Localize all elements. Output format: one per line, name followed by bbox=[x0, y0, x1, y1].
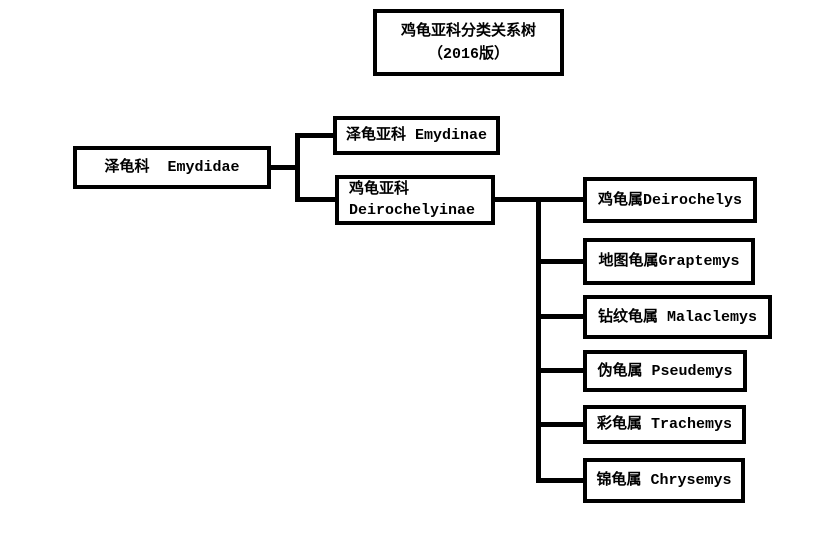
genus-node-pseudemys: 伪龟属 Pseudemys bbox=[583, 350, 747, 392]
diagram-title-line1: 鸡龟亚科分类关系树 bbox=[400, 22, 536, 40]
genus-node-label: 钻纹龟属 Malaclemys bbox=[597, 308, 758, 326]
connector-branch-graptemys bbox=[541, 259, 583, 264]
genus-node-label: 彩龟属 Trachemys bbox=[596, 416, 732, 433]
connector-left-vertical-bracket bbox=[295, 133, 300, 202]
family-node-label: 泽龟科 Emydidae bbox=[104, 159, 240, 176]
genus-node-label: 地图龟属Graptemys bbox=[598, 253, 740, 270]
connector-branch-emydinae bbox=[300, 133, 333, 138]
subfamily-node-label-line1: 鸡龟亚科 bbox=[349, 181, 410, 198]
genus-node-label: 伪龟属 Pseudemys bbox=[597, 362, 733, 380]
connector-right-vertical-trunk bbox=[536, 197, 541, 483]
connector-branch-pseudemys bbox=[541, 368, 583, 373]
subfamily-node-label-line2: Deirochelyinae bbox=[349, 202, 476, 219]
subfamily-node-emydinae: 泽龟亚科 Emydinae bbox=[333, 116, 500, 155]
connector-family-to-bracket bbox=[271, 165, 300, 170]
genus-node-chrysemys: 锦龟属 Chrysemys bbox=[583, 458, 745, 503]
diagram-title-line2: （2016版） bbox=[427, 45, 509, 63]
genus-node-label: 锦龟属 Chrysemys bbox=[596, 472, 732, 489]
connector-branch-deirochelyinae bbox=[300, 197, 335, 202]
diagram-title-box: 鸡龟亚科分类关系树 （2016版） bbox=[373, 9, 564, 76]
genus-node-label: 鸡龟属Deirochelys bbox=[597, 191, 743, 209]
family-node-emydidae: 泽龟科 Emydidae bbox=[73, 146, 271, 189]
subfamily-node-label: 泽龟亚科 Emydinae bbox=[345, 127, 487, 144]
genus-node-graptemys: 地图龟属Graptemys bbox=[583, 238, 755, 285]
genus-node-malaclemys: 钻纹龟属 Malaclemys bbox=[583, 295, 772, 339]
connector-branch-trachemys bbox=[541, 422, 583, 427]
connector-branch-malaclemys bbox=[541, 314, 583, 319]
genus-node-deirochelys: 鸡龟属Deirochelys bbox=[583, 177, 757, 223]
connector-branch-chrysemys bbox=[541, 478, 583, 483]
genus-node-trachemys: 彩龟属 Trachemys bbox=[583, 405, 746, 444]
subfamily-node-deirochelyinae: 鸡龟亚科 Deirochelyinae bbox=[335, 175, 495, 225]
